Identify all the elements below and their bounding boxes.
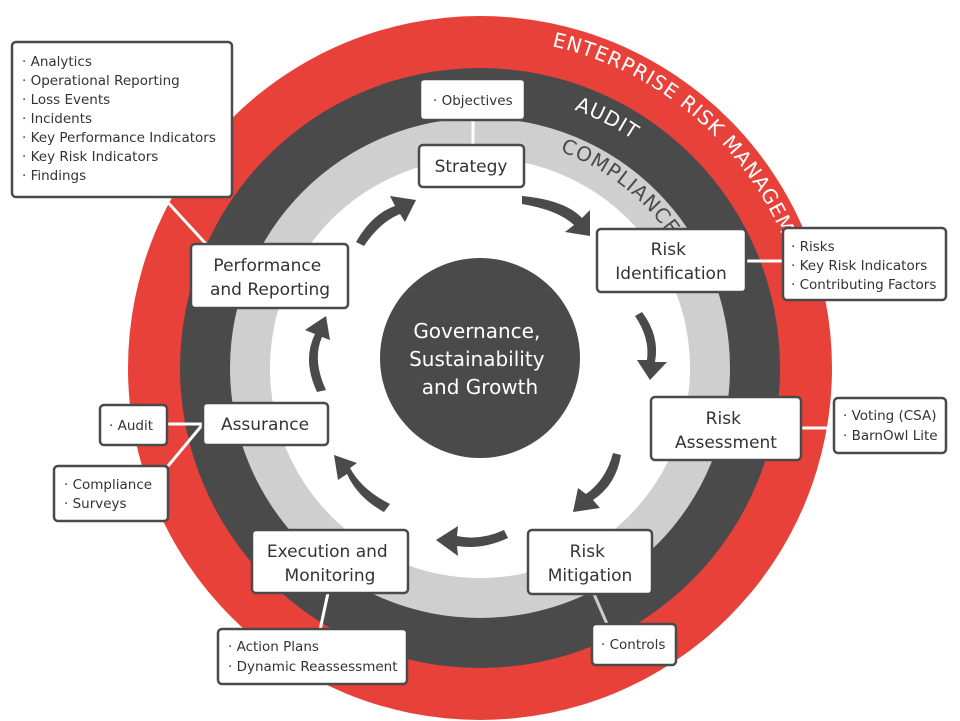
note-compliance: · Compliance · Surveys xyxy=(52,464,170,523)
cycle-arrow-execution-to-assurance xyxy=(334,455,390,512)
stage-box xyxy=(201,401,330,447)
note-objectives: · Objectives xyxy=(418,77,527,122)
svg-text:Strategy: Strategy xyxy=(435,157,508,177)
svg-text:Risk Identification: Risk Identification xyxy=(615,240,726,284)
svg-text:· Risks · Key Risk Indic: · Risks · Key Risk Indicators · Contribu… xyxy=(791,239,936,293)
svg-text:· Objectives: · Objectives xyxy=(433,93,513,109)
center-label: Governance, Sustainability and Growth xyxy=(409,319,551,399)
stage-execution-monitoring: Execution and Monitoring xyxy=(250,528,410,595)
svg-text:Risk Assessment: Risk Assessment xyxy=(675,409,777,453)
svg-text:· Voting (CSA) · BarnOwl: · Voting (CSA) · BarnOwl Lite xyxy=(843,408,941,444)
note-mitigation: · Controls xyxy=(590,622,678,667)
note-audit: · Audit xyxy=(98,403,169,447)
stage-box xyxy=(595,227,748,294)
svg-text:· Analytics · Operationa: · Analytics · Operational Reporting · Lo… xyxy=(22,54,220,184)
stage-box xyxy=(417,143,526,189)
connector-assurance-compliance xyxy=(166,423,205,467)
svg-text:· Audit: · Audit xyxy=(109,418,153,434)
stage-assurance: Assurance xyxy=(201,401,330,447)
svg-text:· Compliance · Surveys: · Compliance · Surveys xyxy=(64,477,156,512)
cycle-arrow-assessment-to-mitigation xyxy=(573,453,621,512)
note-box xyxy=(781,226,948,302)
cycle-arrow-assurance-to-performance xyxy=(305,316,330,392)
stage-box xyxy=(189,242,350,310)
svg-text:Performance and Reportin: Performance and Reporting xyxy=(210,256,330,300)
cycle-arrow-performance-to-strategy xyxy=(356,196,416,246)
note-box xyxy=(590,622,678,667)
stage-risk-assessment: Risk Assessment xyxy=(649,395,803,462)
cycle-arrow-strategy-to-identification xyxy=(522,196,590,236)
stage-performance-reporting: Performance and Reporting xyxy=(189,242,350,310)
connector-execution-notes xyxy=(318,592,330,631)
svg-text:Execution and Monitoring: Execution and Monitoring xyxy=(267,542,393,586)
stage-box xyxy=(649,395,803,462)
note-box xyxy=(418,77,527,122)
note-performance: · Analytics · Operational Reporting · Lo… xyxy=(10,40,234,199)
stage-risk-mitigation: Risk Mitigation xyxy=(526,528,654,596)
connector-mitigation-controls xyxy=(592,593,609,625)
cycle-arrow-identification-to-assessment xyxy=(635,312,667,380)
stage-box xyxy=(250,528,410,595)
note-box xyxy=(216,627,409,686)
note-identification: · Risks · Key Risk Indicators · Contribu… xyxy=(781,226,948,302)
note-assessment: · Voting (CSA) · BarnOwl Lite xyxy=(832,396,948,455)
note-box xyxy=(98,403,169,447)
svg-text:Assurance: Assurance xyxy=(221,415,309,435)
note-box xyxy=(52,464,170,523)
stage-strategy: Strategy xyxy=(417,143,526,189)
stage-risk-identification: Risk Identification xyxy=(595,227,748,294)
note-execution: · Action Plans · Dynamic Reassessment xyxy=(216,627,409,686)
note-box xyxy=(832,396,948,455)
cycle-arrow-mitigation-to-execution xyxy=(436,526,508,556)
svg-text:Risk Mitigation: Risk Mitigation xyxy=(548,542,633,586)
svg-text:· Controls: · Controls xyxy=(601,637,665,653)
connectors xyxy=(160,120,834,631)
center-circle xyxy=(380,258,580,458)
note-box xyxy=(10,40,234,199)
svg-text:· Action Plans · Dynamic: · Action Plans · Dynamic Reassessment xyxy=(228,639,398,675)
connector-performance-notes xyxy=(160,194,208,246)
stage-box xyxy=(526,528,654,596)
cycle-arrows xyxy=(305,196,667,556)
